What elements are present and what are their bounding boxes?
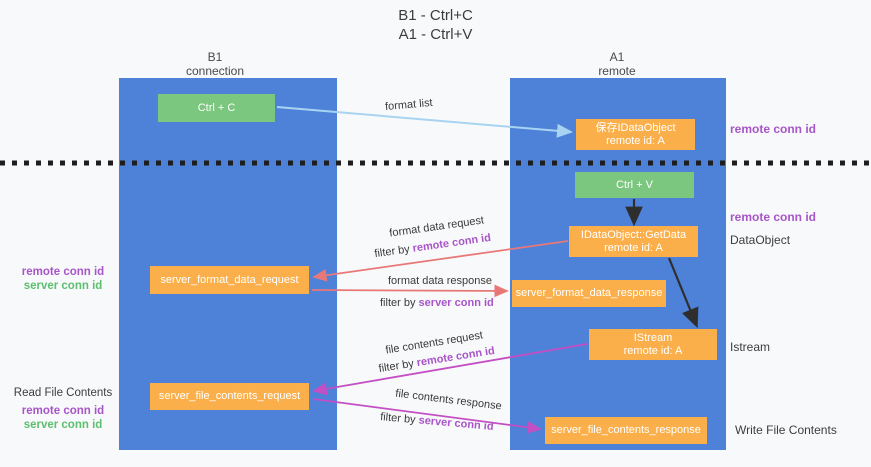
left-conn-id-labels: remote conn id server conn id [13, 265, 113, 293]
server-format-data-request-box: server_format_data_request [150, 266, 309, 294]
ctrl-v-label: Ctrl + V [616, 178, 653, 191]
title-line-2: A1 - Ctrl+V [398, 26, 473, 43]
filter-by-text: filter by [380, 297, 416, 309]
file-contents-response-label: file contents response [394, 387, 503, 413]
server-file-contents-request-label: server_file_contents_request [158, 390, 301, 402]
server-conn-id-text: server conn id [418, 414, 495, 433]
server-format-data-response-label: server_format_data_response [515, 287, 663, 299]
lane-a1-role: remote [598, 64, 636, 78]
server-format-data-response-box: server_format_data_response [512, 280, 666, 307]
left-remote-conn-id-label: remote conn id [21, 266, 105, 278]
istream-box: IStream remote id: A [589, 329, 717, 360]
dataobject-label: DataObject [730, 233, 791, 247]
remote-conn-id-text: remote conn id [411, 231, 492, 255]
remote-conn-id-label-top: remote conn id [730, 122, 817, 136]
filter-by-text: filter by [373, 243, 411, 261]
ctrl-v-box: Ctrl + V [575, 172, 694, 198]
read-file-contents-label: Read File Contents [13, 387, 113, 399]
ctrl-c-box: Ctrl + C [158, 94, 275, 122]
getdata-line1: IDataObject::GetData [580, 228, 687, 241]
lane-header-a1: A1 remote [557, 50, 677, 78]
write-file-contents-label: Write File Contents [735, 423, 837, 437]
read-remote-conn-id-label: remote conn id [21, 405, 105, 417]
server-format-data-request-label: server_format_data_request [160, 273, 299, 286]
title-line-1: B1 - Ctrl+C [398, 7, 473, 24]
diagram-title: B1 - Ctrl+C A1 - Ctrl+V [0, 6, 871, 44]
save-idataobject-line2: remote id: A [606, 134, 665, 147]
save-idataobject-line1: 保存IDataObject [595, 121, 676, 134]
istream-side-label: Istream [730, 340, 771, 354]
format-data-response-arrow [311, 284, 509, 298]
format-data-response-label: format data response [388, 275, 492, 287]
filter-by-text: filter by [379, 411, 417, 427]
server-file-contents-request-box: server_file_contents_request [150, 383, 309, 410]
istream-line1: IStream [633, 331, 673, 344]
lane-a1-name: A1 [609, 50, 625, 64]
ctrl-c-label: Ctrl + C [197, 101, 236, 114]
format-list-label: format list [384, 96, 434, 114]
getdata-line2: remote id: A [604, 241, 663, 254]
read-file-contents-labels: Read File Contents remote conn id server… [8, 386, 118, 432]
filter-by-text: filter by [377, 357, 415, 376]
remote-conn-id-label-mid: remote conn id [730, 210, 817, 224]
idataobject-getdata-box: IDataObject::GetData remote id: A [569, 226, 698, 257]
lane-header-b1: B1 connection [155, 50, 275, 78]
server-file-contents-response-box: server_file_contents_response [545, 417, 707, 444]
read-server-conn-id-label: server conn id [23, 419, 103, 431]
server-file-contents-response-label: server_file_contents_response [551, 424, 701, 436]
save-idataobject-box: 保存IDataObject remote id: A [576, 119, 695, 150]
istream-line2: remote id: A [623, 344, 683, 357]
server-conn-id-text: server conn id [418, 297, 494, 309]
lane-b1-name: B1 [207, 50, 223, 64]
left-server-conn-id-label: server conn id [23, 280, 103, 292]
lane-b1-role: connection [185, 64, 245, 78]
